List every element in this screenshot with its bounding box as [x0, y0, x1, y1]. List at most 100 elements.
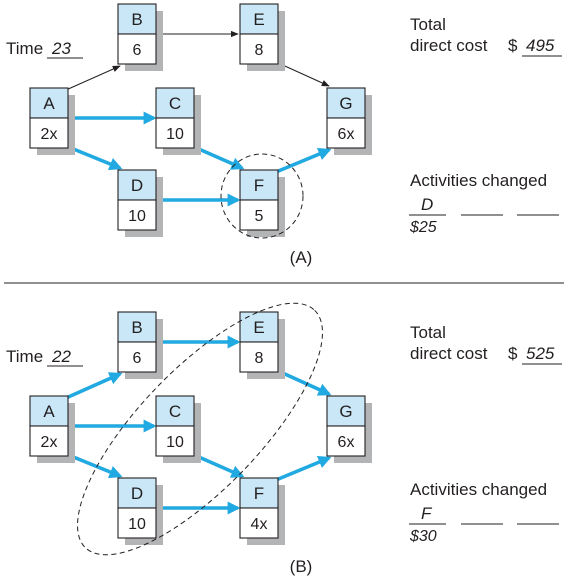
node-duration: 10	[128, 208, 146, 225]
node-body	[117, 199, 157, 231]
node-body	[117, 507, 157, 539]
activity-node-g: G 6x	[326, 395, 372, 463]
panel-b-caption: (B)	[290, 557, 313, 576]
panel-a-cost-label-line1: Total	[410, 15, 446, 34]
node-body	[117, 33, 157, 65]
node-body	[239, 199, 279, 231]
panel-b-time-label: Time	[6, 347, 43, 366]
activity-node-e: E8	[239, 311, 285, 379]
panel-a-time-value: 23	[51, 39, 71, 58]
node-header	[29, 395, 69, 427]
edge-a-b	[65, 65, 121, 91]
edge-f-g-critical	[275, 455, 332, 482]
node-body	[326, 117, 366, 149]
node-duration: 2x	[41, 434, 58, 451]
node-label: G	[339, 94, 352, 113]
node-header	[117, 169, 157, 201]
panel-a-caption: (A)	[290, 248, 313, 267]
panel-b-cost-value: 525	[526, 344, 555, 363]
node-duration: 10	[166, 126, 184, 143]
node-header	[117, 311, 157, 343]
node-label: C	[169, 94, 181, 113]
node-duration: 6	[133, 42, 142, 59]
panel-b-cost-label-line2: direct cost	[410, 344, 488, 363]
panel-a-time-label: Time	[6, 39, 43, 58]
activity-node-b: B6	[117, 3, 163, 71]
panel-b-changed-activity: F	[421, 504, 433, 523]
node-duration: 10	[128, 516, 146, 533]
panel-a-cut-ring	[220, 153, 304, 239]
activity-node-f: F 4x	[239, 477, 285, 545]
node-duration: 4x	[251, 516, 268, 533]
node-label: B	[131, 10, 142, 29]
panel-b-activities-label: Activities changed	[410, 480, 547, 499]
node-header	[239, 477, 279, 509]
node-body	[239, 507, 279, 539]
node-header	[239, 311, 279, 343]
activity-node-b: B6	[117, 311, 163, 379]
node-label: D	[131, 484, 143, 503]
node-body	[117, 341, 157, 373]
panel-b-cost-label-line1: Total	[410, 323, 446, 342]
node-header	[239, 169, 279, 201]
node-duration: 10	[166, 434, 184, 451]
node-body	[29, 117, 69, 149]
node-body	[239, 341, 279, 373]
node-label: A	[43, 402, 55, 421]
activity-node-g: G 6x	[326, 87, 372, 155]
node-header	[117, 3, 157, 35]
activity-node-a: A 2x	[29, 395, 75, 463]
activity-node-d: D 10	[117, 477, 163, 545]
panel-a-cost-value: 495	[526, 36, 555, 55]
panel-a-cost-label-line2: direct cost	[410, 36, 488, 55]
panel-b-cost-currency: $	[508, 344, 518, 363]
node-duration: 6x	[338, 434, 355, 451]
panel-a-activities-label: Activities changed	[410, 171, 547, 190]
activity-node-d: D 10	[117, 169, 163, 237]
node-header	[239, 3, 279, 35]
node-duration: 8	[255, 42, 264, 59]
node-header	[29, 87, 69, 119]
node-label: F	[254, 176, 264, 195]
node-label: D	[131, 176, 143, 195]
node-duration: 5	[255, 208, 264, 225]
node-duration: 6	[133, 350, 142, 367]
panel-b-time-value: 22	[51, 347, 71, 366]
node-header	[155, 87, 195, 119]
edge-f-g-critical	[275, 147, 332, 174]
activity-node-e: E8	[239, 3, 285, 71]
activity-node-c: C 10	[155, 395, 201, 463]
node-header	[117, 477, 157, 509]
node-duration: 8	[255, 350, 264, 367]
node-body	[155, 425, 195, 457]
node-header	[326, 87, 366, 119]
activity-node-a: A 2x	[29, 87, 75, 155]
node-label: B	[131, 318, 142, 337]
edge-a-b-critical	[65, 372, 123, 400]
panel-b-cut-ring	[77, 302, 323, 556]
node-duration: 6x	[338, 126, 355, 143]
panel-a-changed-cost: $25	[409, 219, 437, 236]
activity-node-c: C 10	[155, 87, 201, 155]
node-label: F	[254, 484, 264, 503]
panel-a-changed-activity: D	[421, 195, 433, 214]
panel-a-cost-currency: $	[508, 36, 518, 55]
node-header	[326, 395, 366, 427]
node-body	[326, 425, 366, 457]
node-body	[239, 33, 279, 65]
node-label: E	[253, 10, 264, 29]
node-duration: 2x	[41, 126, 58, 143]
panel-b-changed-cost: $30	[409, 528, 437, 545]
activity-node-f: F5	[239, 169, 285, 237]
node-body	[155, 117, 195, 149]
node-label: G	[339, 402, 352, 421]
node-label: C	[169, 402, 181, 421]
node-body	[29, 425, 69, 457]
node-header	[155, 395, 195, 427]
node-label: A	[43, 94, 55, 113]
